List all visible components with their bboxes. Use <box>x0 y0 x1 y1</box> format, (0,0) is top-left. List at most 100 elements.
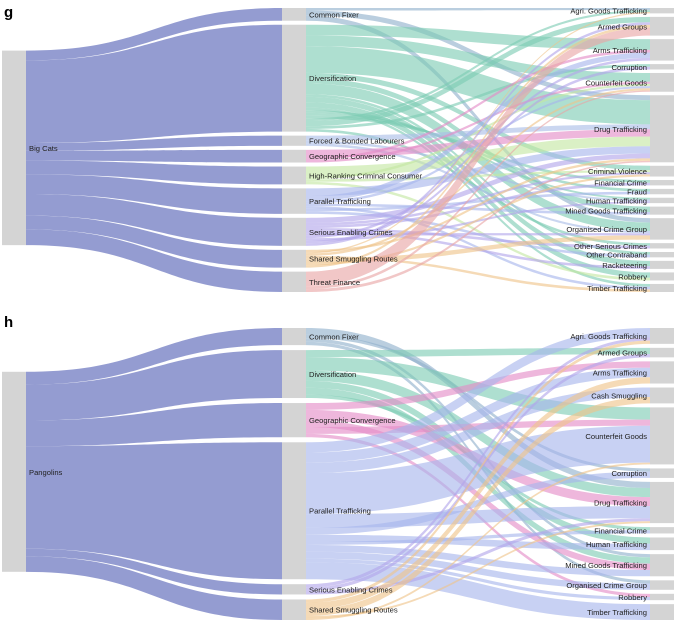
link-shared-smuggling-routes-to-agri-goods-trafficking <box>306 12 650 254</box>
category-label-shared-smuggling-routes: Shared Smuggling Routes <box>309 255 398 264</box>
link-common-fixer-to-drug-trafficking <box>306 328 650 488</box>
target-label-agri-goods-trafficking: Agri. Goods Trafficking <box>570 7 647 16</box>
link-shared-smuggling-routes-to-timber-trafficking <box>306 255 650 292</box>
target-label-drug-trafficking: Drug Trafficking <box>594 499 647 508</box>
target-label-robbery: Robbery <box>618 272 647 281</box>
category-label-serious-enabling-crimes: Serious Enabling Crimes <box>309 228 393 237</box>
target-label-timber-trafficking: Timber Trafficking <box>587 284 647 293</box>
link-big-cats-to-high-ranking-criminal-consumer <box>26 160 282 185</box>
link-pangolins-to-shared-smuggling-routes <box>26 556 282 620</box>
category-label-geographic-convergence: Geographic Convergence <box>309 416 396 425</box>
link-parallel-trafficking-to-arms-trafficking <box>306 367 650 463</box>
links-g <box>26 8 650 292</box>
target-label-human-trafficking: Human Trafficking <box>586 540 647 549</box>
target-node-mined-goods-trafficking <box>650 554 674 577</box>
category-label-forced-bonded-labourers: Forced & Bonded Labourers <box>309 137 405 146</box>
link-shared-smuggling-routes-to-counterfeit-goods <box>306 462 650 620</box>
link-big-cats-to-forced-bonded-labourers <box>26 135 282 151</box>
link-parallel-trafficking-to-corruption <box>306 471 650 535</box>
target-label-mined-goods-trafficking: Mined Goods Trafficking <box>565 207 647 216</box>
target-label-human-trafficking: Human Trafficking <box>586 196 647 205</box>
target-node-agri-goods-trafficking <box>650 8 674 14</box>
target-node-corruption <box>650 468 674 478</box>
target-node-agri-goods-trafficking <box>650 328 674 344</box>
link-geographic-convergence-to-counterfeit-goods <box>306 81 650 163</box>
link-diversification-to-armed-groups <box>306 347 650 357</box>
target-label-financial-crime: Financial Crime <box>594 526 647 535</box>
links-h <box>26 328 650 620</box>
target-node-organised-crime-group <box>650 218 674 240</box>
target-label-criminal-violence: Criminal Violence <box>588 167 647 176</box>
target-node-cash-smuggling <box>650 387 674 404</box>
target-label-organised-crime-group: Organised Crime Group <box>566 581 647 590</box>
target-label-other-serious-crimes: Other Serious Crimes <box>574 242 647 251</box>
link-big-cats-to-shared-smuggling-routes <box>26 215 282 268</box>
link-serious-enabling-crimes-to-criminal-violence <box>306 172 650 226</box>
category-node-diversification <box>282 350 306 399</box>
link-big-cats-to-diversification <box>26 24 282 143</box>
target-label-armed-groups: Armed Groups <box>598 349 648 358</box>
target-node-organised-crime-group <box>650 580 674 590</box>
link-serious-enabling-crimes-to-human-trafficking <box>306 201 650 241</box>
target-node-armed-groups <box>650 16 674 36</box>
category-label-parallel-trafficking: Parallel Trafficking <box>309 507 371 516</box>
target-label-mined-goods-trafficking: Mined Goods Trafficking <box>565 561 647 570</box>
link-pangolins-to-common-fixer <box>26 328 282 385</box>
link-parallel-trafficking-to-agri-goods-trafficking <box>306 328 650 453</box>
target-node-corruption <box>650 64 674 70</box>
link-diversification-to-timber-trafficking <box>306 107 650 287</box>
target-node-arms-trafficking <box>650 361 674 384</box>
category-label-diversification: Diversification <box>309 370 356 379</box>
link-high-ranking-criminal-consumer-to-counterfeit-goods <box>306 83 650 180</box>
target-label-drug-trafficking: Drug Trafficking <box>594 125 647 134</box>
link-big-cats-to-threat-finance <box>26 229 282 292</box>
target-node-fraud <box>650 188 674 195</box>
category-label-high-ranking-criminal-consumer: High-Ranking Criminal Consumer <box>309 171 423 180</box>
target-label-cash-smuggling: Cash Smuggling <box>591 391 647 400</box>
source-label-pangolins: Pangolins <box>29 468 63 477</box>
link-parallel-trafficking-to-arms-trafficking <box>306 52 650 202</box>
link-pangolins-to-geographic-convergence <box>26 403 282 447</box>
link-common-fixer-to-organised-crime-group <box>306 15 650 223</box>
link-shared-smuggling-routes-to-agri-goods-trafficking <box>306 340 650 603</box>
link-shared-smuggling-routes-to-criminal-violence <box>306 174 650 266</box>
link-high-ranking-criminal-consumer-to-robbery <box>306 181 650 281</box>
link-high-ranking-criminal-consumer-to-criminal-violence <box>306 170 650 182</box>
link-diversification-to-arms-trafficking <box>306 24 650 50</box>
link-big-cats-to-parallel-trafficking <box>26 174 282 214</box>
link-parallel-trafficking-to-mined-goods-trafficking <box>306 203 650 215</box>
link-parallel-trafficking-to-financial-crime <box>306 530 650 545</box>
link-shared-smuggling-routes-to-cash-smuggling <box>306 397 650 617</box>
link-common-fixer-to-corruption <box>306 334 650 472</box>
target-node-robbery <box>650 272 674 281</box>
target-node-criminal-violence <box>650 165 674 177</box>
category-node-geographic-convergence <box>282 149 306 163</box>
category-label-common-fixer: Common Fixer <box>309 10 359 19</box>
link-serious-enabling-crimes-to-agri-goods-trafficking <box>306 337 650 588</box>
category-node-common-fixer <box>282 8 306 21</box>
source-node-pangolins <box>2 371 26 572</box>
link-shared-smuggling-routes-to-arms-trafficking <box>306 377 650 610</box>
link-shared-smuggling-routes-to-counterfeit-goods <box>306 88 650 256</box>
category-node-geographic-convergence <box>282 403 306 438</box>
target-node-financial-crime <box>650 527 674 534</box>
link-parallel-trafficking-to-human-trafficking <box>306 534 650 551</box>
link-big-cats-to-geographic-convergence <box>26 149 282 163</box>
target-label-organised-crime-group: Organised Crime Group <box>566 225 647 234</box>
link-serious-enabling-crimes-to-drug-trafficking <box>306 518 650 595</box>
target-label-armed-groups: Armed Groups <box>598 22 648 31</box>
link-shared-smuggling-routes-to-drug-trafficking <box>306 158 650 253</box>
link-diversification-to-corruption <box>306 64 650 129</box>
target-node-drug-trafficking <box>650 95 674 163</box>
category-node-threat-finance <box>282 271 306 292</box>
link-big-cats-to-serious-enabling-crimes <box>26 194 282 246</box>
link-geographic-convergence-to-arms-trafficking <box>306 49 650 160</box>
link-threat-finance-to-armed-groups <box>306 27 650 287</box>
source-node-big-cats <box>2 50 26 246</box>
link-parallel-trafficking-to-robbery <box>306 558 650 601</box>
category-label-parallel-trafficking: Parallel Trafficking <box>309 197 371 206</box>
source-label-big-cats: Big Cats <box>29 144 58 153</box>
link-pangolins-to-diversification <box>26 350 282 421</box>
